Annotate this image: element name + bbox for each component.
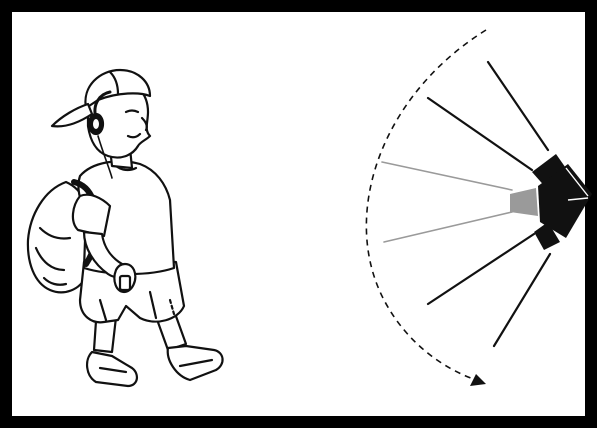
music-player-icon: [120, 276, 130, 290]
sound-ray: [428, 234, 534, 304]
boy-figure: [28, 70, 223, 386]
sound-ray: [494, 254, 550, 346]
sound-ray: [382, 162, 512, 190]
sound-ray: [384, 212, 512, 242]
arrowhead-icon: [470, 374, 486, 386]
sleeve: [73, 195, 110, 236]
sound-ray: [488, 62, 548, 150]
speaker-icon: [510, 154, 592, 250]
dashed-arc-icon: [366, 30, 486, 380]
speaker-cone: [510, 188, 538, 216]
hand: [114, 264, 135, 292]
sound-ray: [428, 98, 532, 170]
